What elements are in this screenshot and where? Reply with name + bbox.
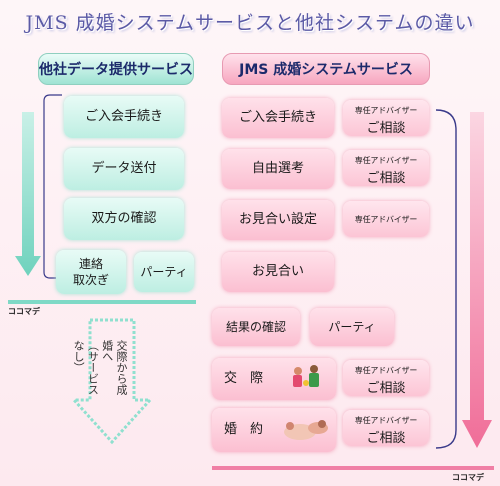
advisor-2-small: 専任アドバイザー xyxy=(354,156,418,165)
left-end-bar xyxy=(8,300,196,304)
left-step-1-label: ご入会手続き xyxy=(84,109,163,125)
right-step-3: お見合い設定 xyxy=(222,200,334,240)
advisor-5-big: ご相談 xyxy=(366,431,406,446)
right-result-check-label: 結果の確認 xyxy=(225,319,286,334)
right-progress-arrow xyxy=(462,112,492,448)
right-header: JMS 成婚システムサービス xyxy=(222,53,430,85)
left-step-1: ご入会手続き xyxy=(64,96,184,138)
advisor-box-4: 専任アドバイザー ご相談 xyxy=(343,360,429,396)
right-step-3-label: お見合い設定 xyxy=(238,212,317,228)
right-step-2: 自由選考 xyxy=(222,149,334,189)
right-party-label: パーティ xyxy=(328,319,376,334)
page-title: JMS 成婚システムサービスと他社システムの違い xyxy=(25,12,475,34)
couple-dating-illustration xyxy=(293,365,319,387)
advisor-1-small: 専任アドバイザー xyxy=(354,106,418,115)
right-result-check: 結果の確認 xyxy=(212,308,300,346)
right-step-1-label: ご入会手続き xyxy=(238,110,317,126)
right-step-2-label: 自由選考 xyxy=(251,161,304,177)
left-no-service-arrow xyxy=(70,318,154,445)
advisor-box-2: 専任アドバイザー ご相談 xyxy=(343,150,429,186)
advisor-4-small: 専任アドバイザー xyxy=(354,366,418,375)
left-step-3: 双方の確認 xyxy=(64,198,184,240)
left-progress-arrow xyxy=(15,112,41,276)
left-step-2-label: データ送付 xyxy=(91,161,157,177)
advisor-2-big: ご相談 xyxy=(366,171,406,186)
right-step-1: ご入会手続き xyxy=(222,98,334,138)
left-contact-label: 連絡 取次ぎ xyxy=(72,256,109,287)
right-party: パーティ xyxy=(310,308,394,346)
couple-engagement-illustration xyxy=(284,420,328,440)
left-contact: 連絡 取次ぎ xyxy=(56,250,126,294)
advisor-4-big: ご相談 xyxy=(366,381,406,396)
advisor-box-5: 専任アドバイザー ご相談 xyxy=(343,410,429,446)
advisor-3-small: 専任アドバイザー xyxy=(354,215,418,224)
left-step-2: データ送付 xyxy=(64,148,184,190)
right-engagement: 婚 約 xyxy=(212,408,336,452)
right-end-bar xyxy=(212,466,494,470)
left-step-3-label: 双方の確認 xyxy=(91,211,157,227)
right-dating-label: 交 際 xyxy=(224,371,264,387)
left-party: パーティ xyxy=(134,252,194,292)
left-note: 交際から成婚へ （サービスなし） xyxy=(72,340,128,395)
right-end-label: ココマデ xyxy=(452,473,484,482)
advisor-box-3: 専任アドバイザー xyxy=(343,201,429,237)
left-header: 他社データ提供サービス xyxy=(38,53,194,85)
advisor-box-1: 専任アドバイザー ご相談 xyxy=(343,100,429,136)
left-end-label: ココマデ xyxy=(8,307,40,316)
advisor-1-big: ご相談 xyxy=(366,121,406,136)
right-engagement-label: 婚 約 xyxy=(224,422,264,438)
advisor-5-small: 専任アドバイザー xyxy=(354,416,418,425)
right-step-4-label: お見合い xyxy=(251,264,304,280)
left-party-label: パーティ xyxy=(140,264,188,279)
right-step-4: お見合い xyxy=(222,252,334,292)
